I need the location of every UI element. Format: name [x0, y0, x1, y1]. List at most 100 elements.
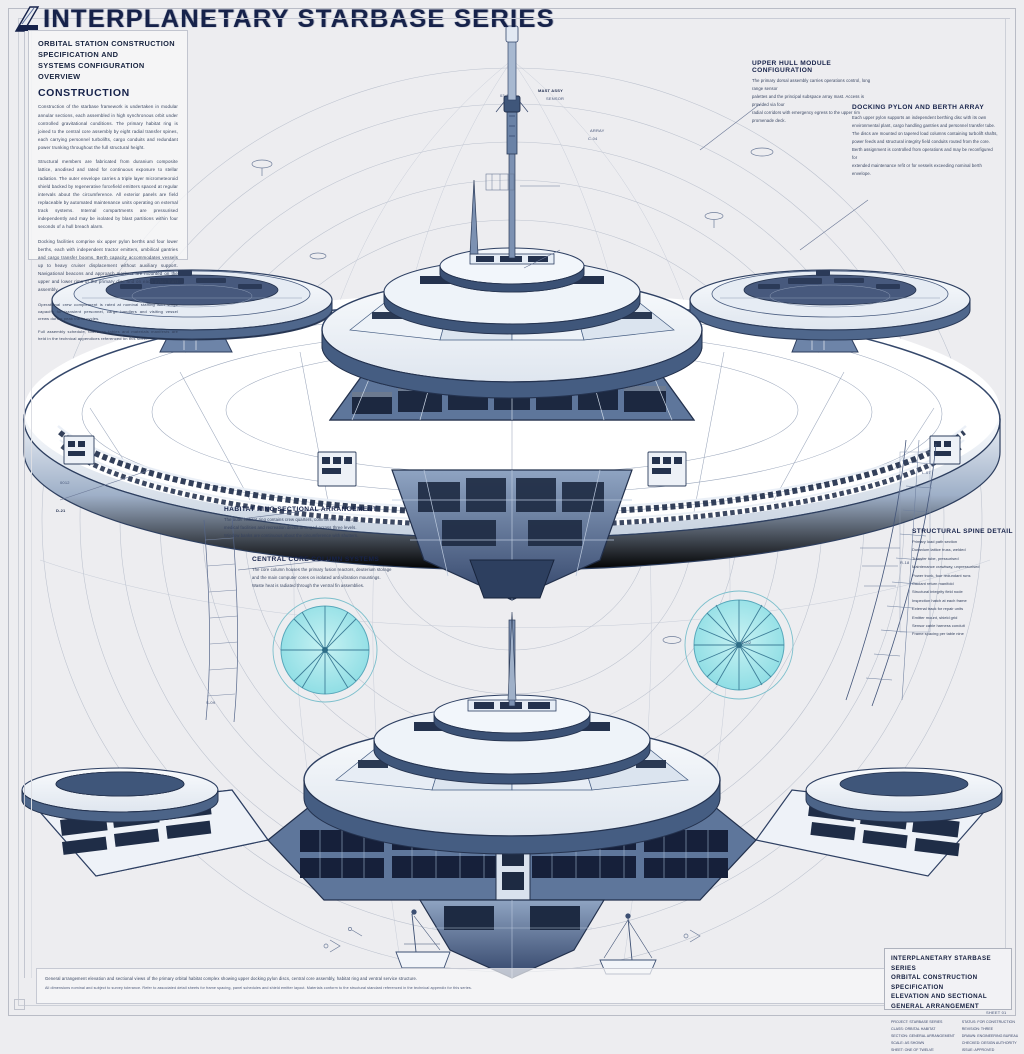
annotation-line: Berth assignment is controlled from oper… [852, 146, 993, 160]
annotation-heading: DOCKING PYLON AND BERTH ARRAY [852, 104, 985, 111]
panel-paragraph: Structural members are fabricated from d… [38, 159, 178, 230]
micro-label: D-21 [56, 508, 66, 513]
annotation-line: palettes and the principal subspace arra… [752, 93, 865, 107]
ventral-core-upper [391, 469, 633, 601]
sheet-left-rail [24, 30, 32, 978]
annotation-heading: CENTRAL CORE COLUMN SYSTEMS [252, 556, 380, 563]
title-block-legend: INTERPLANETARY STARBASE SERIES ORBITAL C… [884, 948, 1018, 1052]
legend-heading-3: ELEVATION AND SECTIONAL GENERAL ARRANGEM… [891, 993, 987, 1011]
annotation-line: power feeds and structural integrity fie… [852, 138, 991, 144]
annotation-line: extended maintenance refit or for vessel… [852, 162, 982, 176]
micro-label: ARRAY [590, 128, 605, 133]
annotation-line: The outer habitat ring contains crew qua… [224, 517, 360, 522]
footer-line-1: General arrangement elevation and sectio… [45, 976, 418, 981]
annotation-line: The primary dorsal assembly carries oper… [752, 78, 871, 91]
annotation-line: Inspection hatch at each frame [912, 597, 967, 603]
annotation-line: Waste heat is radiated through the ventr… [252, 582, 365, 588]
starbase-technical-illustration [21, 25, 1003, 979]
annotation-line: Primary load path section [912, 539, 958, 544]
title-divider [210, 18, 1010, 19]
subspace-array-mast [485, 25, 529, 259]
micro-label: MAST ASSY [538, 88, 563, 93]
annotation-structural-spine-detail: STRUCTURAL SPINE DETAIL Primary load pat… [912, 528, 1016, 639]
annotation-line: The discs are mounted on tapered load co… [852, 130, 998, 136]
panel-paragraph: Construction of the starbase framework i… [38, 104, 178, 151]
micro-label: L-07 [922, 470, 931, 475]
annotation-line: Transfer tube, pressurised [912, 555, 959, 561]
construction-spec-panel: ORBITAL STATION CONSTRUCTION SPECIFICATI… [28, 30, 188, 341]
docking-pylon-disc-right [689, 269, 971, 353]
micro-label: P-02 [742, 640, 752, 645]
structural-spine-section [845, 439, 937, 707]
annotation-line: The core column houses the primary fusio… [252, 567, 392, 572]
annotation-line: Emitter mount, shield grid [912, 614, 958, 620]
corner-tick-bl [14, 999, 25, 1010]
annotation-line: medical facilities and recreation decks … [224, 524, 357, 530]
deflector-array-left [272, 597, 378, 703]
annotation-upper-hull-configuration: UPPER HULL MODULE CONFIGURATION The prim… [752, 60, 880, 125]
legend-divider [891, 1014, 1005, 1016]
annotation-line: Maintenance crawlway, unpressurised [912, 564, 980, 570]
legend-row: CHECKED: DESIGN AUTHORITY [961, 1040, 1017, 1045]
docked-support-craft-right [599, 913, 657, 975]
panel-eyebrow-line1: ORBITAL STATION CONSTRUCTION SPECIFICATI… [38, 39, 175, 60]
annotation-line: Window banks are continuous about the ci… [224, 532, 359, 538]
deflector-array-right [684, 590, 794, 700]
annotation-line: External track for repair units [912, 606, 964, 612]
micro-craft-cluster [323, 927, 701, 953]
annotation-line: Frame spacing per table nine [912, 631, 964, 637]
annotation-heading: UPPER HULL MODULE CONFIGURATION [752, 60, 832, 74]
annotation-heading: HABITAT RING SECTIONAL ARRANGEMENT [224, 506, 378, 513]
legend-row: ISSUE: APPROVED [961, 1047, 995, 1052]
legend-row: CLASS: ORBITAL HABITAT [891, 1026, 936, 1031]
upper-micro-craft [251, 147, 774, 644]
legend-row: STATUS: FOR CONSTRUCTION [961, 1019, 1015, 1024]
annotation-line: and the main computer cores on isolated … [252, 574, 381, 580]
lower-wing-right [754, 767, 1003, 877]
annotation-line: Each upper pylon supports an independent… [852, 115, 987, 120]
central-core-superstructure-upper [321, 25, 703, 421]
drawing-sheet: INTERPLANETARY STARBASE SERIES ORBITAL S… [8, 5, 1018, 1052]
micro-label: SENSOR [546, 96, 565, 101]
micro-label: C-04 [588, 136, 598, 141]
annotation-core-column-systems: CENTRAL CORE COLUMN SYSTEMS The core col… [252, 556, 402, 590]
annotation-docking-pylon-array: DOCKING PYLON AND BERTH ARRAY Each upper… [852, 104, 998, 178]
sheet-corner-reference: SHEET 01 [986, 1010, 1007, 1015]
sheet-footer-note: General arrangement elevation and sectio… [36, 968, 892, 1004]
annotation-line: Sensor cable harness conduit [912, 622, 965, 628]
annotation-habitat-ring-section: HABITAT RING SECTIONAL ARRANGEMENT The o… [224, 506, 378, 540]
panel-paragraph: Docking facilities comprise six upper py… [38, 238, 178, 293]
micro-label: R-18 [900, 560, 910, 565]
upper-starbase-assembly [23, 25, 1001, 601]
footer-line-2: All dimensions nominal and subject to su… [45, 985, 472, 990]
docking-pylon-disc-left [51, 269, 333, 353]
legend-row: SECTION: GENERAL ARRANGEMENT [891, 1033, 955, 1038]
panel-eyebrow-line2: SYSTEMS CONFIGURATION OVERVIEW [38, 61, 145, 82]
legend-heading-2: ORBITAL CONSTRUCTION SPECIFICATION [891, 974, 978, 991]
lower-wing-left [21, 767, 270, 877]
annotation-line: Structural integrity field node [912, 589, 963, 595]
legend-row: SHEET: ONE OF TWELVE [891, 1047, 934, 1052]
annotation-line: radial corridors with emergency egress t… [752, 109, 860, 123]
panel-heading: CONSTRUCTION [38, 87, 130, 100]
central-core-superstructure-lower [267, 611, 757, 979]
annotation-line: Duranium lattice truss, welded [912, 547, 966, 553]
leader-lines [59, 103, 900, 587]
micro-label: 03.1 [500, 93, 509, 98]
annotation-line: environmental plant, cargo handling gant… [852, 122, 996, 128]
annotation-line: Coolant return manifold [912, 580, 954, 586]
legend-row: REVISION: THREE [961, 1026, 994, 1031]
panel-paragraph: Full assembly schedule, tolerance tables… [38, 329, 178, 342]
legend-row: PROJECT: STARBASE SERIES [891, 1019, 943, 1024]
angled-starbase-logo-icon [14, 6, 40, 32]
annotation-heading: STRUCTURAL SPINE DETAIL [912, 528, 1013, 535]
legend-heading-1: INTERPLANETARY STARBASE SERIES [891, 955, 992, 972]
panel-paragraph: Operational crew complement is rated at … [38, 301, 178, 321]
lower-starbase-assembly [21, 611, 1003, 979]
micro-label: 0012 [60, 480, 70, 485]
ring-section-cutaway-left [203, 515, 239, 723]
legend-row: SCALE: AS SHOWN [891, 1040, 925, 1045]
legend-row: DRAWN: ENGINEERING BUREAU [961, 1033, 1019, 1038]
micro-label: S-09 [206, 700, 216, 705]
annotation-line: Power trunk, four redundant runs [912, 572, 971, 578]
